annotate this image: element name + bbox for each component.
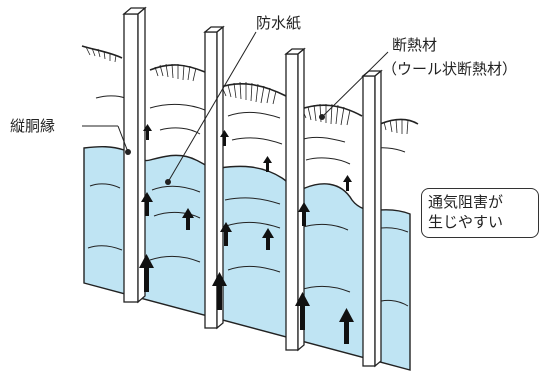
arrow-small (220, 130, 229, 146)
arrow-small (263, 156, 272, 172)
arrow-medium (298, 202, 310, 226)
furring-strips (122, 6, 383, 368)
label-furring: 縦胴縁 (10, 117, 56, 135)
arrow-medium (262, 228, 274, 250)
leader-lines (82, 31, 389, 183)
arrow-small (143, 124, 152, 140)
note-line-2: 生じやすい (428, 213, 504, 231)
label-insulation: 断熱材 (392, 36, 438, 54)
arrow-large (212, 272, 227, 310)
note-box: 通気阻害が 生じやすい (421, 188, 539, 238)
arrow-large (339, 308, 354, 344)
furring-strip-1 (123, 13, 139, 303)
arrow-large (139, 254, 154, 292)
arrow-medium (141, 192, 153, 216)
label-insulation-detail: （ウール状断熱材） (382, 60, 518, 78)
note-line-1: 通気阻害が (428, 193, 504, 211)
arrow-medium (220, 222, 232, 246)
wall-upper-band (82, 55, 412, 156)
furring-strip-4 (362, 75, 376, 367)
arrow-small (343, 175, 352, 191)
arrow-large (295, 292, 310, 330)
arrow-medium (182, 208, 194, 230)
airflow-arrows (139, 124, 354, 344)
label-vapor-barrier: 防水紙 (256, 14, 302, 32)
